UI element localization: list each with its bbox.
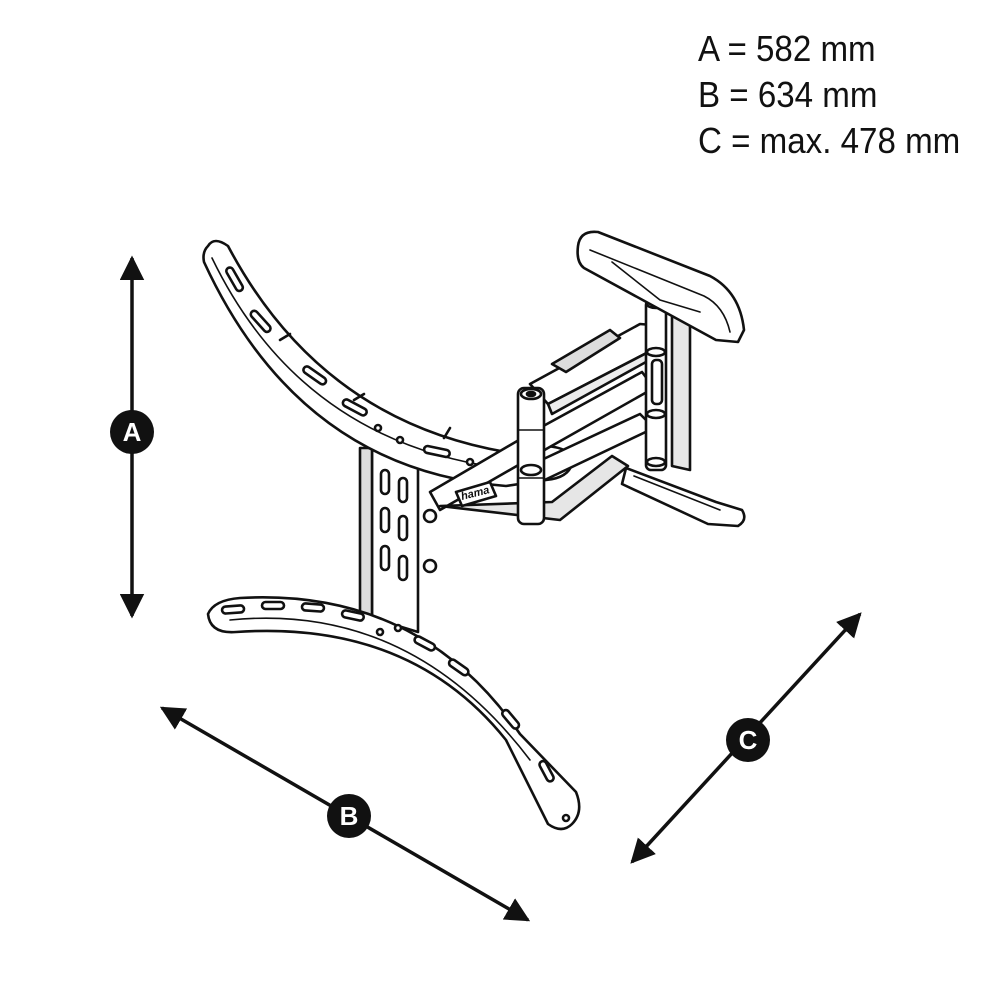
tv-bottom-bar: [620, 466, 746, 528]
upper-swing-arm: [528, 322, 666, 416]
dimension-a-label: A: [123, 417, 142, 447]
wall-plate: [358, 446, 438, 634]
dimension-a-badge: A: [110, 410, 154, 454]
tv-top-bar: [576, 230, 746, 344]
dimension-b-label: B: [340, 801, 359, 831]
wall-mount-bracket: hama: [202, 230, 746, 831]
dimension-b-badge: B: [327, 794, 371, 838]
brand-plate: hama: [454, 480, 498, 508]
dimension-b-spec: B = 634 mm: [698, 74, 878, 115]
lower-curved-rail: [206, 596, 581, 831]
dimension-c-badge: C: [726, 718, 770, 762]
tv-side-pivot: [644, 298, 692, 472]
central-pivot: [516, 386, 546, 526]
dimension-c-spec: C = max. 478 mm: [698, 120, 961, 161]
dimension-c-label: C: [739, 725, 758, 755]
dimension-a-spec: A = 582 mm: [698, 28, 876, 69]
